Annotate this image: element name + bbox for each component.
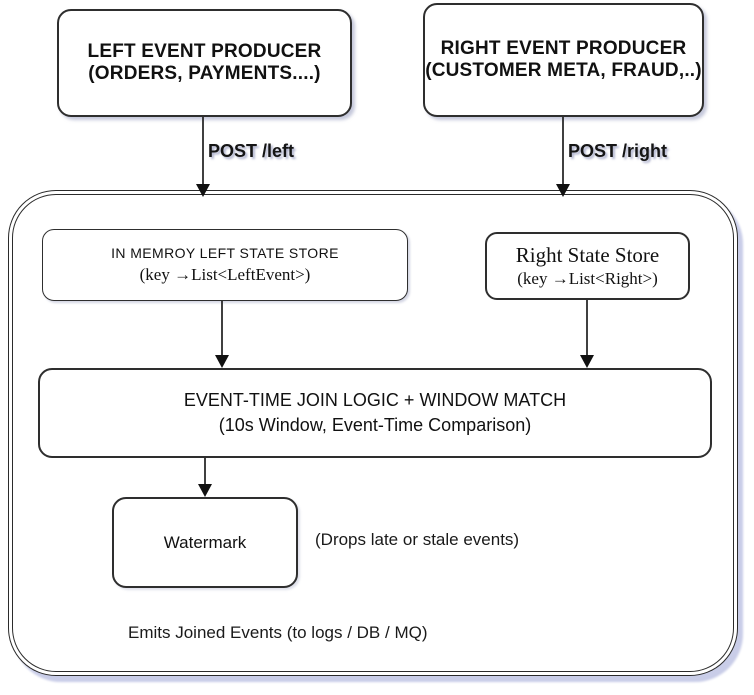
watermark-box: Watermark — [112, 497, 298, 588]
left-state-store-type: (key →List<LeftEvent>) — [139, 265, 311, 284]
left-producer-subtitle: (ORDERS, PAYMENTS....) — [88, 63, 321, 84]
watermark-label: Watermark — [163, 532, 247, 552]
join-logic-title: EVENT-TIME JOIN LOGIC + WINDOW MATCH — [183, 390, 567, 410]
right-producer-title: RIGHT EVENT PRODUCER — [440, 38, 687, 59]
emits-joined-events-label: Emits Joined Events (to logs / DB / MQ) — [128, 623, 428, 642]
join-logic-subtitle: (10s Window, Event-Time Comparison) — [218, 415, 532, 435]
right-state-store-box: Right State Store (key →List<Right>) — [485, 232, 690, 300]
right-state-store-type: (key →List<Right>) — [517, 269, 658, 288]
right-state-store-title: Right State Store — [515, 243, 660, 267]
right-event-producer-box: RIGHT EVENT PRODUCER (CUSTOMER META, FRA… — [423, 3, 704, 117]
stream-processor-container-inner-border — [12, 194, 734, 672]
left-event-producer-box: LEFT EVENT PRODUCER (ORDERS, PAYMENTS...… — [57, 9, 352, 117]
right-producer-subtitle: (CUSTOMER META, FRAUD,..) — [425, 60, 702, 81]
post-left-label: POST /left — [208, 141, 295, 161]
left-state-store-title: IN MEMROY LEFT STATE STORE — [111, 245, 339, 261]
left-producer-title: LEFT EVENT PRODUCER — [87, 41, 322, 62]
watermark-note: (Drops late or stale events) — [315, 530, 520, 549]
join-logic-box: EVENT-TIME JOIN LOGIC + WINDOW MATCH (10… — [38, 368, 712, 458]
left-state-store-box: IN MEMROY LEFT STATE STORE (key →List<Le… — [42, 229, 408, 301]
post-right-label: POST /right — [568, 141, 667, 161]
